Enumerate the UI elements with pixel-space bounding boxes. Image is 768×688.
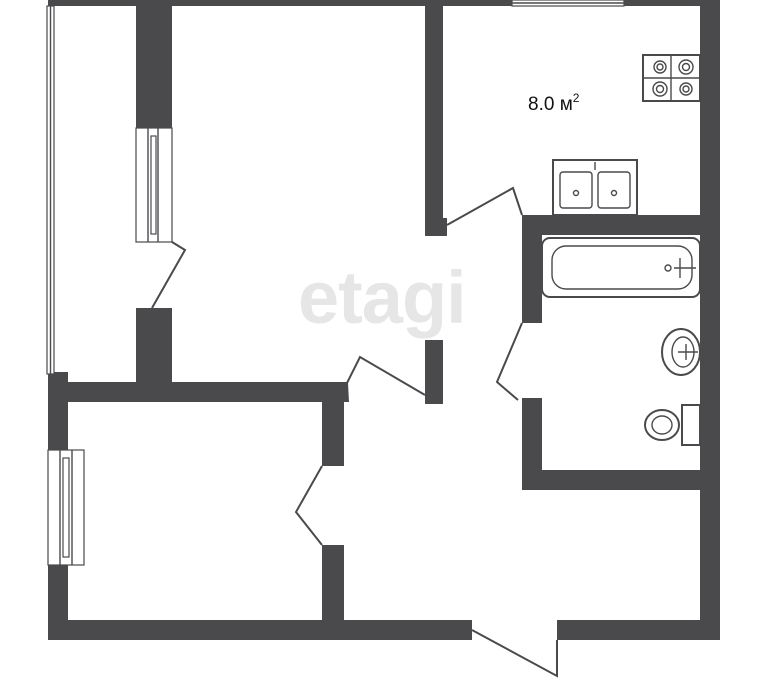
door-big-room: [345, 355, 426, 403]
toilet-icon: [644, 404, 701, 446]
window-kitchen: [511, 0, 625, 7]
door-balcony: [151, 241, 187, 309]
window-bedroom: [47, 449, 85, 566]
watermark-text: etagi: [298, 256, 466, 339]
door-kitchen: [446, 186, 523, 226]
door-bathroom: [495, 322, 523, 401]
svg-text:8.0 м2: 8.0 м2: [528, 91, 580, 115]
stove-icon: [642, 54, 701, 102]
window-balcony-left: [46, 5, 55, 375]
area-unit-superscript: 2: [573, 91, 580, 105]
kitchen-area-label: 8.0 м: [528, 94, 573, 115]
walls: [48, 0, 720, 640]
door-bedroom: [294, 465, 323, 546]
kitchen-sink-icon: [552, 159, 638, 216]
washbasin-icon: [661, 328, 701, 376]
door-entrance: [471, 629, 558, 678]
window-balcony-door: [135, 127, 173, 243]
bathtub-icon: [541, 237, 701, 298]
